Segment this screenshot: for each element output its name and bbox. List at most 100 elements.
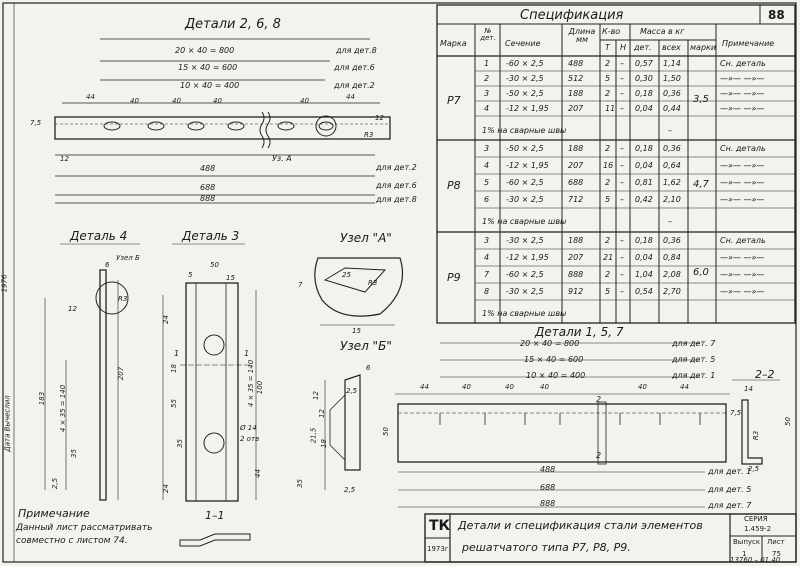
- dim-line-1: 20 × 40 = 800: [175, 46, 235, 55]
- for-label-2: для дет.6: [334, 63, 375, 72]
- p7-r4-note: —»— —»—: [720, 104, 765, 113]
- stamp-year: 1973г.: [427, 545, 451, 553]
- sheet-number: 88: [768, 8, 785, 22]
- spec-title: Спецификация: [520, 8, 624, 23]
- br-length-label-2: для дет. 5: [708, 485, 752, 494]
- br-length-688: 688: [540, 483, 556, 492]
- mass-mark-p9: 6,0: [693, 267, 709, 278]
- p9-r4-det: 0,54: [635, 287, 653, 296]
- d3-dim-44: 44: [253, 469, 262, 478]
- p7-r2-note: —»— —»—: [720, 74, 765, 83]
- p8-r2-section: -12 × 1,95: [506, 161, 549, 170]
- p8-r1-t: 2: [605, 144, 611, 153]
- p7-r4-no: 4: [484, 104, 490, 113]
- d3-dim-50: 50: [210, 261, 219, 269]
- small-dim-12a: 12: [375, 114, 384, 122]
- small-dim-75: 7,5: [30, 119, 42, 127]
- p7-r1-t: 2: [605, 59, 611, 68]
- p9-r4-note: —»— —»—: [720, 287, 765, 296]
- p7-r1-section: -60 × 2,5: [506, 59, 544, 68]
- br-section-mark-a: 2: [596, 395, 602, 404]
- p9-r1-section: -30 × 2,5: [506, 236, 544, 245]
- p8-r2-t: 16: [603, 161, 614, 170]
- hdr-qty: К-во: [602, 27, 621, 36]
- spacing-5: 40: [300, 97, 309, 105]
- p7-r1-all: 1,14: [663, 59, 681, 68]
- p7-r3-t: 2: [605, 89, 611, 98]
- br-for-3: для дет. 1: [672, 371, 716, 380]
- node-b-dim-25b: 2,5: [344, 486, 356, 494]
- node-b-dim-25a: 2,5: [346, 387, 358, 395]
- p8-r4-section: -30 × 2,5: [506, 195, 544, 204]
- stamp-series-label: СЕРИЯ: [744, 515, 768, 523]
- p8-r4-all: 2,10: [663, 195, 681, 204]
- p7-r3-n: –: [620, 89, 624, 98]
- length-label-1: для дет.2: [376, 163, 417, 172]
- p9-r3-note: —»— —»—: [720, 270, 765, 279]
- br-for-1: для дет. 7: [672, 339, 716, 348]
- hdr-mass-all: всех: [662, 43, 681, 52]
- br-for-2: для дет. 5: [672, 355, 716, 364]
- p7-r1-n: –: [620, 59, 624, 68]
- p9-r1-no: 3: [484, 236, 490, 245]
- length-688: 688: [200, 183, 216, 192]
- p7-r4-det: 0,04: [635, 104, 653, 113]
- stamp-org: ТК: [429, 518, 450, 534]
- stamp-title-2: решатчатого типа Р7, Р8, Р9.: [462, 541, 631, 554]
- stamp-doc-number: 13760 – 01 40: [730, 556, 781, 564]
- d3-dim-24b: 24: [161, 484, 170, 493]
- p9-r2-all: 0,84: [663, 253, 681, 262]
- p8-r3-length: 688: [568, 178, 584, 187]
- p9-r1-all: 0,36: [663, 236, 681, 245]
- d4-dim-12: 12: [68, 305, 77, 313]
- br-length-888: 888: [540, 499, 556, 508]
- br-length-488: 488: [540, 465, 556, 474]
- br-side-50a: 50: [381, 427, 390, 436]
- p8-r3-t: 2: [605, 178, 611, 187]
- node-a-dim-25: 25: [342, 271, 351, 279]
- p9-r3-n: –: [620, 270, 624, 279]
- p9-r3-t: 2: [605, 270, 611, 279]
- side-label-date: Дата Вычеслил: [3, 395, 12, 452]
- mark-p7: Р7: [447, 94, 461, 107]
- stamp-series-value: 1.459-2: [744, 525, 772, 533]
- p8-r1-det: 0,18: [635, 144, 653, 153]
- p7-r3-note: —»— —»—: [720, 89, 765, 98]
- node-a-ref: Уз. А: [272, 154, 292, 163]
- spacing-6: 44: [346, 93, 355, 101]
- br-side-25: 2,5: [748, 465, 760, 473]
- mark-p9: Р9: [447, 271, 461, 284]
- p7-r4-t: 11: [605, 104, 616, 113]
- node-a-dim-7: 7: [298, 281, 303, 289]
- p9-r2-length: 207: [568, 253, 584, 262]
- length-888: 888: [200, 194, 216, 203]
- p8-r3-no: 5: [484, 178, 490, 187]
- spacing-2: 40: [130, 97, 139, 105]
- p9-r3-all: 2,08: [663, 270, 681, 279]
- d4-dim-207: 207: [117, 366, 126, 381]
- p7-r2-section: -30 × 2,5: [506, 74, 544, 83]
- node-b-dim-18: 18: [319, 439, 328, 448]
- p8-r3-n: –: [620, 178, 624, 187]
- p9-weld: 1% на сварные швы: [482, 309, 567, 318]
- d3-dim-5: 5: [188, 271, 193, 279]
- p9-r2-n: –: [620, 253, 624, 262]
- p8-r2-all: 0,64: [663, 161, 681, 170]
- d3-dim-24a: 24: [161, 315, 170, 324]
- mass-mark-p8: 4,7: [693, 179, 709, 190]
- p7-r2-all: 1,50: [663, 74, 681, 83]
- p8-r2-n: –: [620, 161, 624, 170]
- stamp-issue-label: Выпуск: [733, 538, 761, 546]
- p9-r4-section: -30 × 2,5: [506, 287, 544, 296]
- d3-dim-140: 4 × 35 = 140: [247, 359, 256, 408]
- d4-dim-140: 4 × 35 = 140: [59, 384, 68, 433]
- p7-r1-note: Сн. деталь: [720, 59, 766, 68]
- p7-r3-all: 0,36: [663, 89, 681, 98]
- br-spacing-2: 40: [462, 383, 471, 391]
- p7-r2-no: 2: [484, 74, 490, 83]
- hdr-mark: Марка: [440, 39, 467, 48]
- length-label-3: для дет.8: [376, 195, 417, 204]
- p7-r2-t: 5: [605, 74, 611, 83]
- br-spacing-4: 40: [540, 383, 549, 391]
- br-section-mark-b: 2: [596, 451, 602, 460]
